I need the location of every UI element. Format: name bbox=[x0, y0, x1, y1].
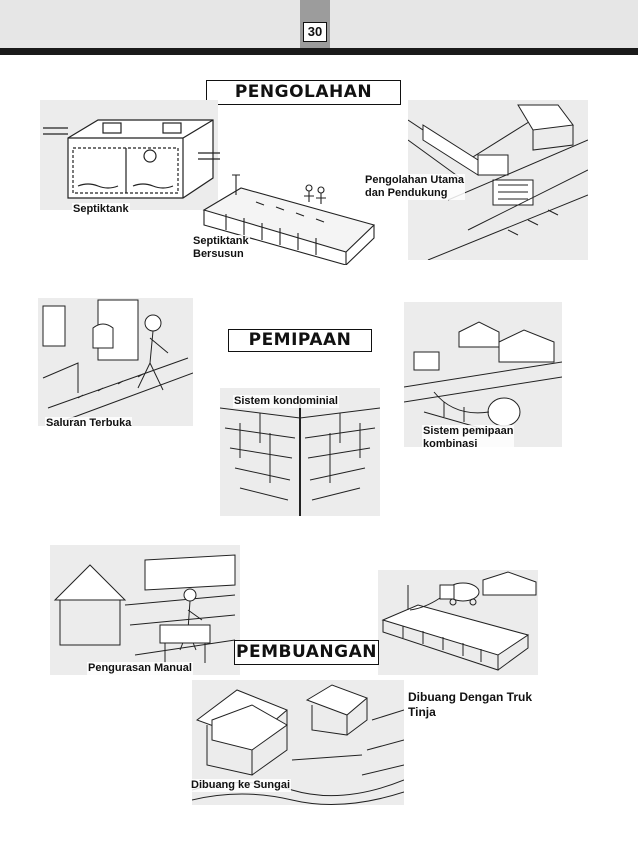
caption-line: Bersusun bbox=[193, 248, 244, 260]
caption-line: Tinja bbox=[408, 705, 436, 719]
septage-truck-illustration bbox=[378, 570, 538, 675]
section-title-pemipaan: PEMIPAAN bbox=[228, 329, 372, 352]
condominial-system-illustration bbox=[220, 388, 380, 516]
caption-septiktank: Septiktank bbox=[72, 203, 130, 216]
caption-line: Pengolahan Utama bbox=[365, 174, 465, 186]
caption-line: Dibuang Dengan Truk bbox=[408, 690, 533, 704]
caption-septiktank-bersusun: Septiktank Bersusun bbox=[192, 235, 250, 261]
caption-saluran-terbuka: Saluran Terbuka bbox=[45, 417, 133, 430]
caption-line: Septiktank bbox=[193, 235, 249, 247]
header-rule bbox=[0, 48, 638, 55]
septic-tank-illustration bbox=[38, 98, 220, 212]
caption-line: Sistem pemipaan bbox=[423, 425, 514, 437]
caption-pengolahan-utama: Pengolahan Utama dan Pendukung bbox=[364, 174, 466, 200]
caption-line: dan Pendukung bbox=[365, 187, 448, 199]
caption-sistem-kondominial: Sistem kondominial bbox=[233, 395, 339, 408]
page-number: 30 bbox=[303, 22, 327, 42]
caption-truk-tinja: Dibuang Dengan Truk Tinja bbox=[407, 690, 534, 720]
section-title-pengolahan: PENGOLAHAN bbox=[206, 80, 401, 105]
caption-line: kombinasi bbox=[423, 438, 478, 450]
caption-sistem-kombinasi: Sistem pemipaan kombinasi bbox=[422, 425, 515, 451]
caption-pengurasan-manual: Pengurasan Manual bbox=[87, 662, 193, 675]
open-channel-illustration bbox=[38, 298, 193, 426]
manual-desludging-illustration bbox=[50, 545, 240, 675]
section-title-pembuangan: PEMBUANGAN bbox=[234, 640, 379, 665]
caption-sungai: Dibuang ke Sungai bbox=[190, 779, 292, 792]
stacked-septic-illustration bbox=[196, 170, 376, 265]
combined-piping-illustration bbox=[404, 302, 562, 447]
